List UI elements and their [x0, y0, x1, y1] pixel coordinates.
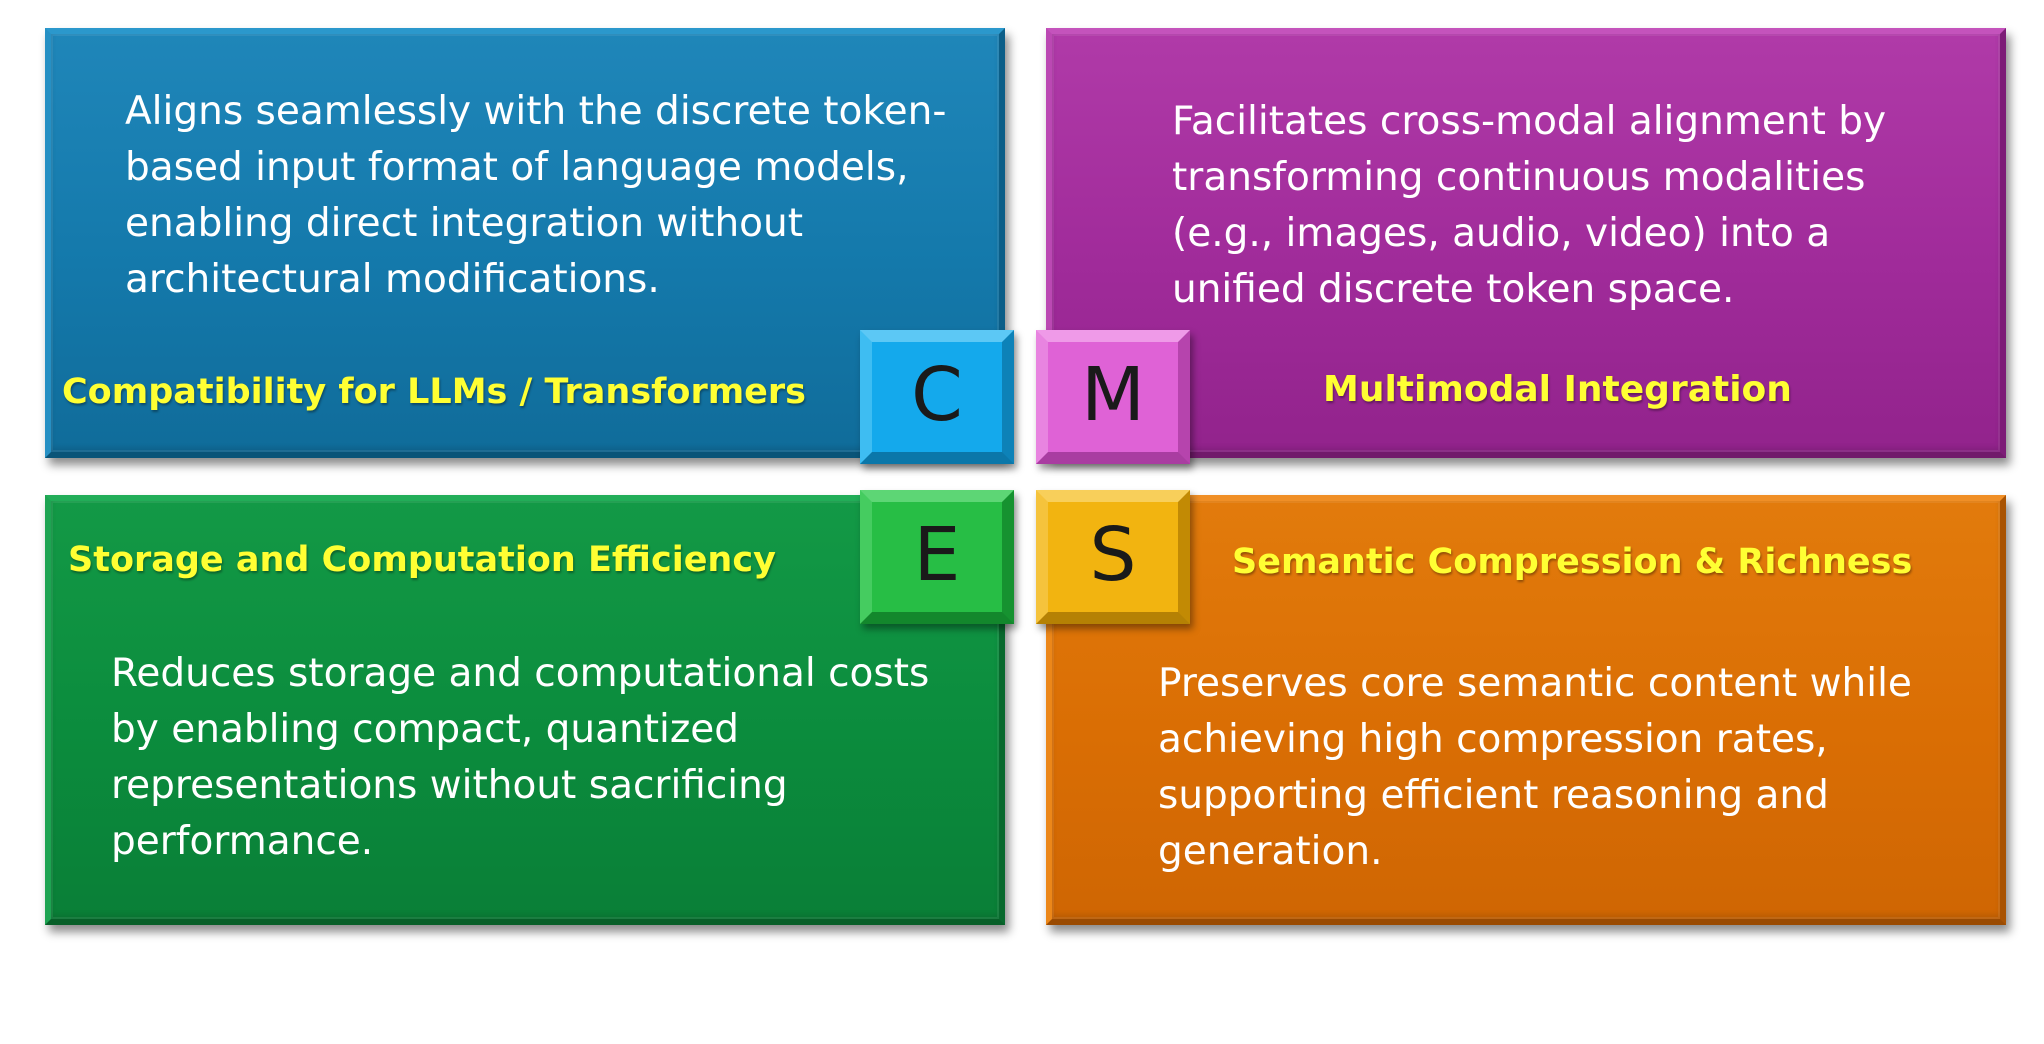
- compatibility-panel: [45, 28, 1005, 458]
- multimodal-title: Multimodal Integration: [1323, 369, 1792, 410]
- semantic-description: Preserves core semantic content while ac…: [1158, 661, 1912, 874]
- semantic-panel: [1046, 495, 2006, 925]
- s-letter: S: [1089, 512, 1137, 598]
- c-letter-tile: C: [860, 330, 1014, 464]
- m-letter: M: [1081, 352, 1145, 438]
- e-letter-tile: E: [860, 490, 1014, 624]
- compatibility-description: Aligns seamlessly with the discrete toke…: [125, 89, 947, 302]
- c-letter: C: [911, 352, 963, 438]
- efficiency-title: Storage and Computation Efficiency: [68, 540, 776, 580]
- efficiency-panel: [45, 495, 1005, 925]
- semantic-title: Semantic Compression & Richness: [1232, 542, 1913, 582]
- compatibility-title: Compatibility for LLMs / Transformers: [62, 372, 807, 412]
- efficiency-description: Reduces storage and computational costs …: [111, 651, 930, 864]
- multimodal-description: Facilitates cross-modal alignment by tra…: [1172, 99, 1887, 312]
- s-letter-tile: S: [1036, 490, 1190, 624]
- e-letter: E: [913, 512, 961, 598]
- multimodal-panel: [1046, 28, 2006, 458]
- m-letter-tile: M: [1036, 330, 1190, 464]
